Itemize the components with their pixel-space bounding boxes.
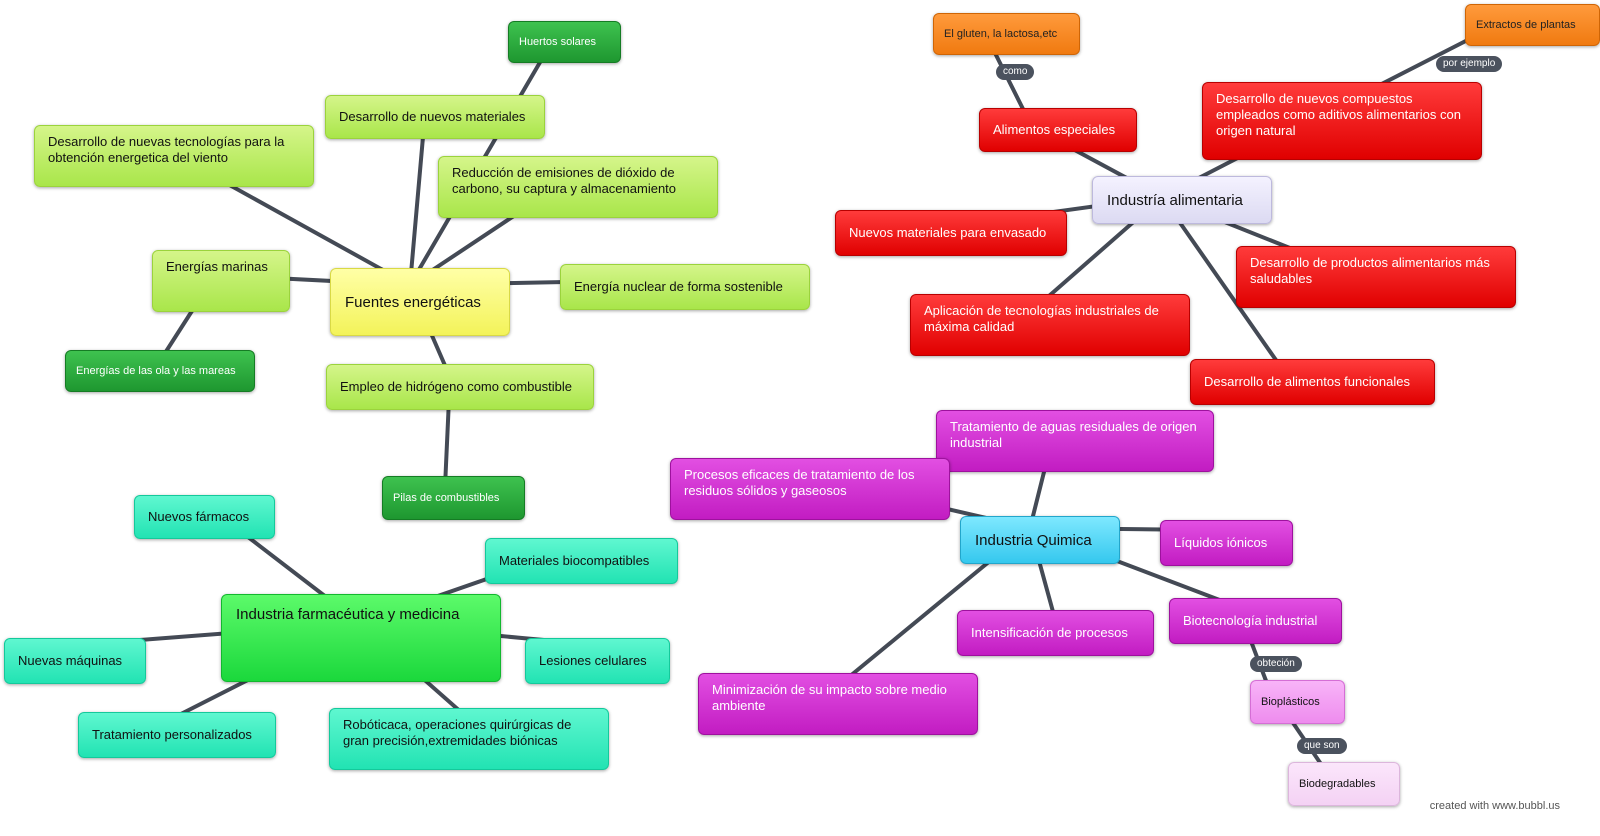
- node-materiales-biocompatibles[interactable]: Materiales biocompatibles: [485, 538, 678, 584]
- node-biotecnologia-industrial[interactable]: Biotecnología industrial: [1169, 598, 1342, 644]
- node-hidrogeno[interactable]: Empleo de hidrógeno como combustible: [326, 364, 594, 410]
- node-liquidos-ionicos[interactable]: Líquidos iónicos: [1160, 520, 1293, 566]
- node-tratamiento-personalizado[interactable]: Tratamiento personalizados: [78, 712, 276, 758]
- node-alimentos-funcionales[interactable]: Desarrollo de alimentos funcionales: [1190, 359, 1435, 405]
- node-gluten-lactosa[interactable]: El gluten, la lactosa,etc: [933, 13, 1080, 55]
- node-nuevos-compuestos[interactable]: Desarrollo de nuevos compuestos empleado…: [1202, 82, 1482, 160]
- node-huertos-solares[interactable]: Huertos solares: [508, 21, 621, 63]
- node-emisiones-co2[interactable]: Reducción de emisiones de dióxido de car…: [438, 156, 718, 218]
- node-industria-quimica[interactable]: Industria Quimica: [960, 516, 1120, 564]
- node-lesiones-celulares[interactable]: Lesiones celulares: [525, 638, 670, 684]
- node-nuevos-farmacos[interactable]: Nuevos fármacos: [134, 495, 275, 539]
- label-obtecion: obteción: [1250, 656, 1302, 672]
- node-tecnologias-calidad[interactable]: Aplicación de tecnologías industriales d…: [910, 294, 1190, 356]
- node-bioplasticos[interactable]: Bioplásticos: [1250, 680, 1345, 724]
- node-energias-marinas[interactable]: Energías marinas: [152, 250, 290, 312]
- node-nuevos-materiales[interactable]: Desarrollo de nuevos materiales: [325, 95, 545, 139]
- footer-credit: created with www.bubbl.us: [1429, 800, 1560, 812]
- node-fuentes-energeticas[interactable]: Fuentes energéticas: [330, 268, 510, 336]
- label-como: como: [996, 64, 1035, 80]
- node-robotica[interactable]: Robóticaca, operaciones quirúrgicas de g…: [329, 708, 609, 770]
- node-extractos-plantas[interactable]: Extractos de plantas: [1465, 4, 1600, 46]
- node-intensificacion-procesos[interactable]: Intensificación de procesos: [957, 610, 1154, 656]
- label-por-ejemplo: por ejemplo: [1436, 56, 1503, 72]
- node-energia-nuclear[interactable]: Energía nuclear de forma sostenible: [560, 264, 810, 310]
- node-aguas-residuales[interactable]: Tratamiento de aguas residuales de orige…: [936, 410, 1214, 472]
- node-energias-ola-mareas[interactable]: Energías de las ola y las mareas: [65, 350, 255, 392]
- connector: [1160, 195, 1287, 375]
- node-nuevas-maquinas[interactable]: Nuevas máquinas: [4, 638, 146, 684]
- node-productos-saludables[interactable]: Desarrollo de productos alimentarios más…: [1236, 246, 1516, 308]
- node-industria-farmaceutica[interactable]: Industria farmacéutica y medicina: [221, 594, 501, 682]
- node-materiales-envasado[interactable]: Nuevos materiales para envasado: [835, 210, 1067, 256]
- node-pilas-combustibles[interactable]: Pilas de combustibles: [382, 476, 525, 520]
- label-que-son: que son: [1297, 738, 1347, 754]
- node-tecnologias-viento[interactable]: Desarrollo de nuevas tecnologías para la…: [34, 125, 314, 187]
- node-residuos-solidos[interactable]: Procesos eficaces de tratamiento de los …: [670, 458, 950, 520]
- connector: [408, 112, 427, 287]
- node-biodegradables[interactable]: Biodegradables: [1288, 762, 1400, 806]
- node-industria-alimentaria[interactable]: Industría alimentaria: [1092, 176, 1272, 224]
- node-alimentos-especiales[interactable]: Alimentos especiales: [979, 108, 1137, 152]
- node-minimizacion-impacto[interactable]: Minimización de su impacto sobre medio a…: [698, 673, 978, 735]
